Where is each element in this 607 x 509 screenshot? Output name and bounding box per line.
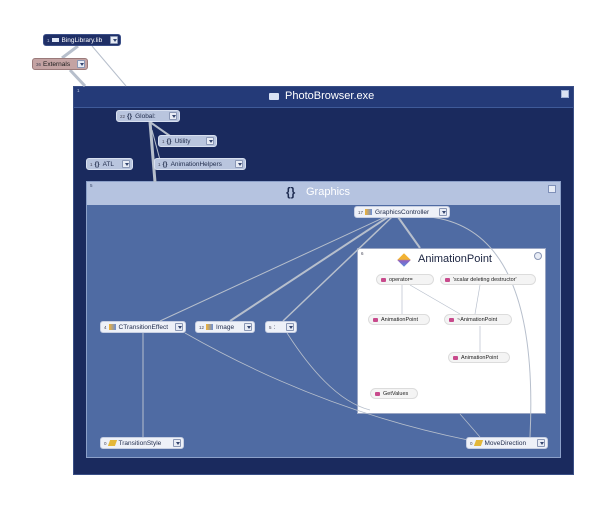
class-icon bbox=[397, 253, 411, 267]
movedirection-count: 0 bbox=[470, 440, 473, 446]
graphics-title: Graphics bbox=[306, 186, 351, 198]
method-icon bbox=[375, 391, 380, 396]
library-icon bbox=[51, 38, 59, 42]
exe-icon bbox=[269, 93, 279, 100]
colon-count: 5 bbox=[269, 324, 272, 330]
method-icon bbox=[445, 277, 450, 282]
method-icon bbox=[373, 317, 378, 322]
photobrowser-title: PhotoBrowser.exe bbox=[285, 90, 375, 102]
node-global[interactable]: 22 {} Global: bbox=[116, 110, 180, 122]
animationhelpers-expand-button[interactable] bbox=[235, 160, 243, 168]
node-movedirection[interactable]: 0 MoveDirection bbox=[466, 437, 548, 449]
node-externals[interactable]: 36 Externals bbox=[32, 58, 88, 70]
photobrowser-header[interactable]: 1 PhotoBrowser.exe bbox=[74, 87, 573, 108]
colon-expand-button[interactable] bbox=[286, 323, 294, 331]
function-animationpoint-dtor[interactable]: ~AnimationPoint bbox=[444, 314, 512, 325]
node-ctransitioneffect[interactable]: 4 CTransitionEffect bbox=[100, 321, 186, 333]
function-animationpoint-ctor-2[interactable]: AnimationPoint bbox=[448, 352, 510, 363]
externals-count: 36 bbox=[36, 61, 42, 67]
operator-assign-label: operator= bbox=[389, 276, 413, 283]
animationhelpers-label: AnimationHelpers bbox=[170, 160, 222, 168]
animationhelpers-namespace-icon: {} bbox=[162, 160, 168, 168]
getvalues-label: GetValues bbox=[383, 390, 409, 397]
function-animationpoint-ctor[interactable]: AnimationPoint bbox=[368, 314, 430, 325]
node-animationhelpers[interactable]: 1 {} AnimationHelpers bbox=[154, 158, 246, 170]
animationpoint-collapse-button[interactable] bbox=[534, 252, 542, 260]
animationpoint-count: 6 bbox=[361, 251, 364, 256]
utility-namespace-icon: {} bbox=[166, 137, 172, 145]
enum-icon bbox=[473, 440, 483, 446]
binglibrary-label: BingLibrary.lib bbox=[61, 36, 103, 44]
ctransitioneffect-label: CTransitionEffect bbox=[118, 323, 169, 331]
node-colon[interactable]: 5 : bbox=[265, 321, 297, 333]
movedirection-expand-button[interactable] bbox=[537, 439, 545, 447]
ctransitioneffect-count: 4 bbox=[104, 324, 107, 330]
method-icon bbox=[453, 355, 458, 360]
node-atl[interactable]: 1 {} ATL bbox=[86, 158, 133, 170]
atl-label: ATL bbox=[102, 160, 115, 168]
externals-label: Externals bbox=[43, 60, 71, 68]
method-icon bbox=[449, 317, 454, 322]
movedirection-label: MoveDirection bbox=[484, 439, 527, 447]
colon-label: : bbox=[273, 323, 276, 331]
global-expand-button[interactable] bbox=[169, 112, 177, 120]
transitionstyle-expand-button[interactable] bbox=[173, 439, 181, 447]
graphicscontroller-count: 17 bbox=[358, 209, 364, 215]
image-count: 12 bbox=[199, 324, 205, 330]
atl-namespace-icon: {} bbox=[94, 160, 100, 168]
node-utility[interactable]: 1 {} Utility bbox=[158, 135, 217, 147]
animationpoint-dtor-label: ~AnimationPoint bbox=[457, 316, 498, 323]
utility-label: Utility bbox=[174, 137, 191, 145]
atl-count: 1 bbox=[90, 161, 93, 167]
externals-expand-button[interactable] bbox=[77, 60, 85, 68]
class-icon bbox=[108, 324, 116, 330]
animationpoint-ctor-label: AnimationPoint bbox=[381, 316, 418, 323]
animationpoint-ctor2-label: AnimationPoint bbox=[461, 354, 498, 361]
function-scalar-deleting-destructor[interactable]: 'scalar deleting destructor' bbox=[440, 274, 536, 285]
transitionstyle-count: 0 bbox=[104, 440, 107, 446]
function-getvalues[interactable]: GetValues bbox=[370, 388, 418, 399]
ctransitioneffect-expand-button[interactable] bbox=[175, 323, 183, 331]
graphics-count: 5 bbox=[90, 183, 93, 188]
method-icon bbox=[381, 277, 386, 282]
photobrowser-count: 1 bbox=[77, 88, 80, 93]
class-icon bbox=[206, 324, 214, 330]
global-count: 22 bbox=[120, 113, 126, 119]
function-operator-assign[interactable]: operator= bbox=[376, 274, 434, 285]
node-graphicscontroller[interactable]: 17 GraphicsController bbox=[354, 206, 450, 218]
graphicscontroller-expand-button[interactable] bbox=[439, 208, 447, 216]
transitionstyle-label: TransitionStyle bbox=[118, 439, 162, 447]
graphics-collapse-button[interactable] bbox=[548, 185, 556, 193]
animationhelpers-count: 1 bbox=[158, 161, 161, 167]
global-namespace-icon: {} bbox=[127, 112, 133, 120]
image-expand-button[interactable] bbox=[244, 323, 252, 331]
utility-count: 1 bbox=[162, 138, 165, 144]
node-binglibrary[interactable]: 1 BingLibrary.lib bbox=[43, 34, 121, 46]
atl-expand-button[interactable] bbox=[122, 160, 130, 168]
namespace-icon: {} bbox=[286, 185, 296, 199]
scalar-deleting-destructor-label: 'scalar deleting destructor' bbox=[453, 276, 517, 283]
node-image[interactable]: 12 Image bbox=[195, 321, 255, 333]
graphics-header[interactable]: 5 {} Graphics bbox=[87, 182, 560, 205]
binglibrary-count: 1 bbox=[47, 37, 50, 43]
utility-expand-button[interactable] bbox=[206, 137, 214, 145]
graphicscontroller-label: GraphicsController bbox=[375, 208, 430, 216]
class-icon bbox=[365, 209, 373, 215]
enum-icon bbox=[107, 440, 117, 446]
global-label: Global: bbox=[135, 112, 156, 120]
animationpoint-title: AnimationPoint bbox=[418, 253, 492, 265]
image-label: Image bbox=[216, 323, 235, 331]
binglibrary-expand-button[interactable] bbox=[110, 36, 118, 44]
photobrowser-collapse-button[interactable] bbox=[561, 90, 569, 98]
node-transitionstyle[interactable]: 0 TransitionStyle bbox=[100, 437, 184, 449]
